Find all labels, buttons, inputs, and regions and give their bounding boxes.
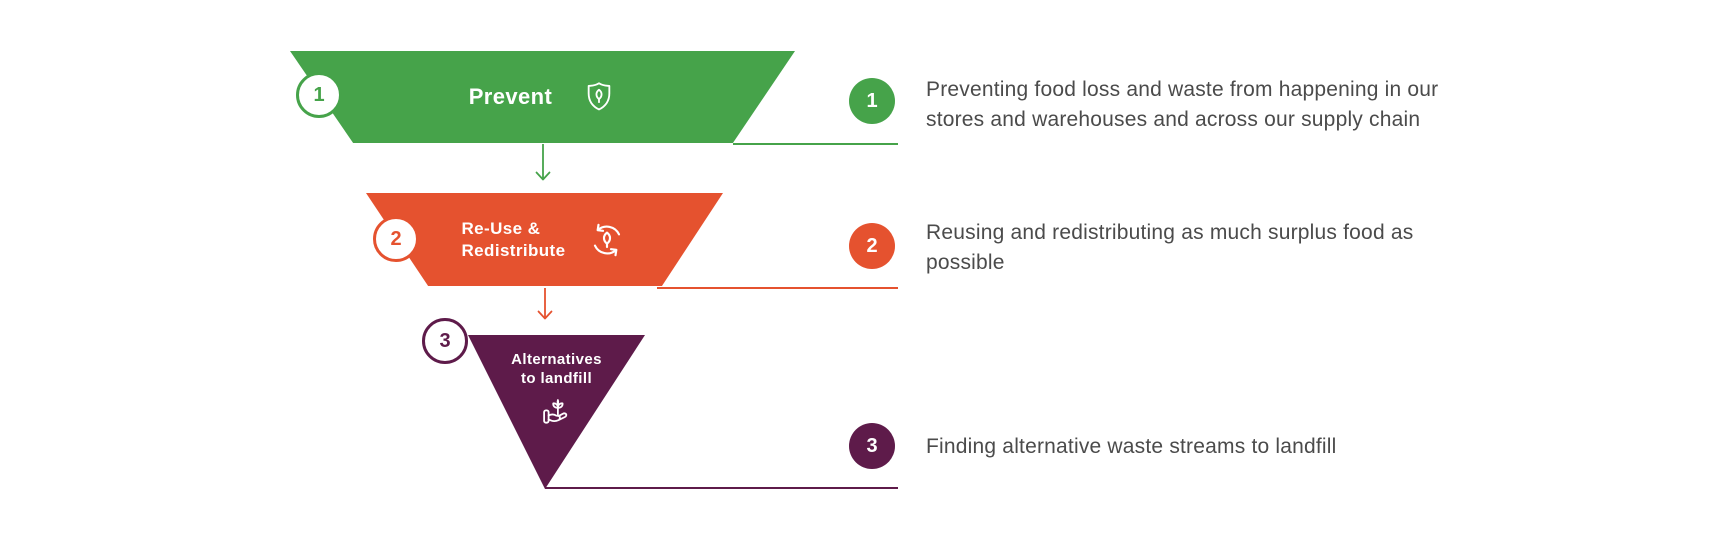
description-2-badge: 2 xyxy=(849,223,895,269)
description-3-line1: Finding alternative waste streams to lan… xyxy=(926,435,1337,458)
level-2-label-line2: Redistribute xyxy=(461,240,566,260)
level-2-connector-line xyxy=(657,287,898,289)
funnel-step-2-number: 2 xyxy=(390,227,402,250)
funnel-level-prevent: Prevent xyxy=(290,51,795,143)
funnel-level-reuse: Re-Use & Redistribute xyxy=(366,193,723,286)
description-1-number: 1 xyxy=(866,89,878,112)
funnel-step-2-badge: 2 xyxy=(373,216,419,262)
funnel-step-3-badge: 3 xyxy=(422,318,468,364)
description-3-badge: 3 xyxy=(849,423,895,469)
level-3-label-line2: to landfill xyxy=(520,370,593,387)
arrow-down-orange-icon xyxy=(537,288,553,320)
funnel-level-alternatives: Alternatives to landfill xyxy=(468,335,645,489)
funnel-step-3-number: 3 xyxy=(439,329,451,352)
recycle-leaf-icon xyxy=(587,220,627,260)
description-2-text: Reusing and redistributing as much surpl… xyxy=(926,218,1526,278)
level-3-connector-line xyxy=(545,487,898,489)
description-3-number: 3 xyxy=(866,434,878,457)
level-1-connector-line xyxy=(733,143,898,145)
shield-leaf-icon xyxy=(582,80,616,114)
description-1-text: Preventing food loss and waste from happ… xyxy=(926,75,1526,135)
level-2-label-line1: Re-Use & xyxy=(461,218,541,238)
level-3-label-line1: Alternatives xyxy=(511,351,602,368)
description-2-line1: Reusing and redistributing as much surpl… xyxy=(926,221,1414,244)
hand-plant-icon xyxy=(539,393,575,429)
level-1-label: Prevent xyxy=(468,84,553,109)
funnel-step-1-badge: 1 xyxy=(296,72,342,118)
description-3-text: Finding alternative waste streams to lan… xyxy=(926,432,1526,462)
description-1-line1: Preventing food loss and waste from happ… xyxy=(926,78,1439,101)
description-2-line2: possible xyxy=(926,251,1005,274)
funnel-step-1-number: 1 xyxy=(313,83,325,106)
description-1-line2: stores and warehouses and across our sup… xyxy=(926,108,1421,131)
arrow-down-green-icon xyxy=(535,144,551,181)
description-1-badge: 1 xyxy=(849,78,895,124)
description-2-number: 2 xyxy=(866,234,878,257)
